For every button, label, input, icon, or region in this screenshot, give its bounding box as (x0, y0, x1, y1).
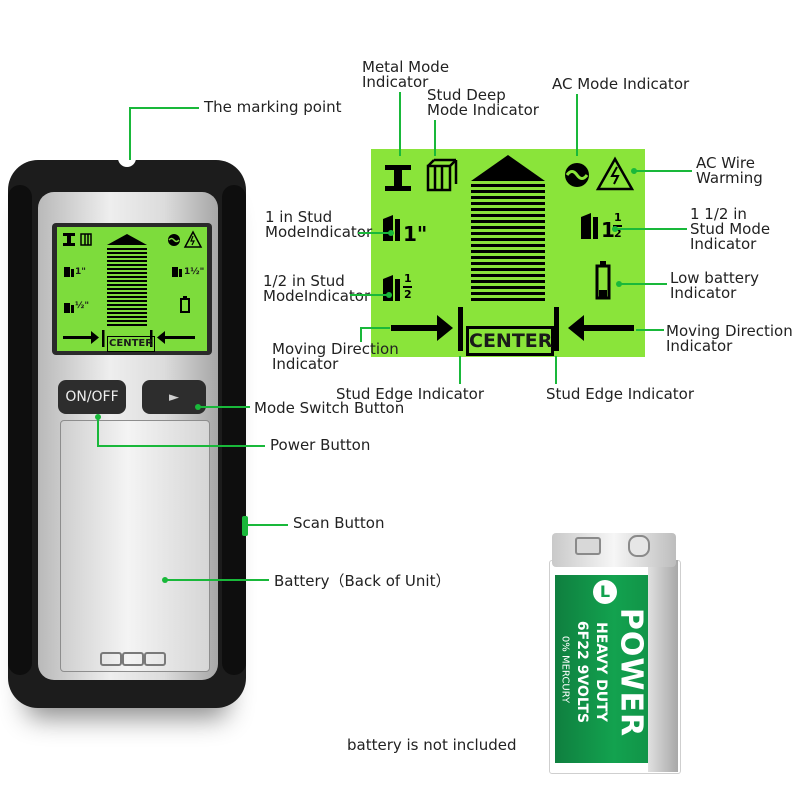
stud-bars (471, 155, 545, 301)
right-arrow-icon (391, 315, 453, 341)
label-mode-switch: Mode Switch Button (254, 399, 405, 417)
small-half-icon (64, 303, 74, 313)
label-edge-right: Stud Edge Indicator (546, 385, 695, 403)
leader-marking-h (129, 107, 199, 109)
leader-power-v (97, 417, 99, 446)
small-edge-left (102, 330, 105, 347)
small-half-label: ½" (75, 301, 90, 311)
ac-mode-icon (565, 163, 589, 187)
half-inch-icon (383, 275, 400, 301)
on-off-button[interactable]: ON/OFF (58, 380, 126, 414)
lcd-half-bottom: 2 (404, 288, 412, 301)
small-right-arrow (63, 331, 99, 344)
battery-logo-icon: L (593, 580, 617, 604)
lcd-one-half-whole: 1 (601, 218, 615, 242)
battery-terminal-right (628, 535, 650, 557)
small-warning-icon (183, 230, 203, 248)
lcd-one-half-bottom: 2 (614, 227, 622, 240)
one-half-inch-icon (581, 213, 598, 239)
device-lcd-graphics (63, 230, 203, 347)
one-inch-icon (383, 215, 400, 241)
lcd-enlarged-graphics (383, 155, 635, 351)
ac-warning-icon (595, 156, 635, 191)
leader-marking (129, 108, 131, 160)
small-deep-icon (80, 233, 92, 246)
leader-ac (576, 94, 578, 156)
dot-one-inch (388, 230, 394, 236)
leader-scan (244, 524, 288, 526)
battery-terminal-left (575, 537, 601, 555)
left-arrow-icon (568, 315, 634, 341)
leader-edge-left (459, 356, 461, 384)
lcd-one-half-top: 1 (614, 211, 622, 224)
leader-one-half (615, 228, 687, 230)
leader-moving-left-h (360, 327, 390, 329)
leader-metal (399, 92, 401, 156)
leader-half-inch (350, 294, 390, 296)
leader-moving-right (636, 329, 664, 331)
small-one-half-icon (172, 267, 182, 277)
lcd-one-inch-text: 1" (403, 222, 428, 246)
label-scan: Scan Button (293, 514, 385, 532)
lcd-center-label: CENTER (466, 326, 554, 356)
small-stud-bars (107, 234, 147, 326)
leader-one-inch (358, 232, 392, 234)
label-marking-point: The marking point (204, 98, 342, 116)
small-1in-icon (64, 267, 74, 277)
small-edge-right (150, 330, 153, 347)
scan-button[interactable] (242, 516, 248, 536)
battery-side (648, 560, 678, 772)
marking-point-notch (118, 157, 136, 167)
leader-ac-warning (634, 170, 692, 172)
label-power: Power Button (270, 436, 371, 454)
leader-battery (165, 579, 269, 581)
small-left-arrow (157, 331, 195, 344)
leader-edge-right (555, 356, 557, 384)
battery-top-cap (552, 533, 676, 567)
small-1in-label: 1" (75, 267, 86, 277)
lcd-half-top: 1 (404, 272, 412, 285)
stud-edge-left-bar (458, 307, 463, 351)
small-metal-icon (63, 233, 75, 246)
battery-line2: 6F22 9VOLTS (574, 620, 590, 724)
leader-low-battery (619, 283, 667, 285)
lcd-one-half-fraction-bar (613, 225, 622, 227)
leader-deep (434, 120, 436, 156)
leader-mode (198, 406, 250, 408)
right-bumper (222, 185, 246, 675)
small-low-battery-icon (180, 296, 190, 313)
metal-mode-icon (385, 165, 411, 191)
stud-edge-right-bar (554, 307, 559, 351)
small-ac-icon (168, 234, 180, 246)
left-bumper (8, 185, 32, 675)
stud-deep-icon (426, 158, 458, 192)
small-center-label: CENTER (107, 336, 155, 352)
low-battery-icon (595, 261, 611, 300)
battery-line3: 0% MERCURY (559, 635, 571, 704)
battery-line1: HEAVY DUTY (593, 622, 609, 722)
battery-brand: POWER (613, 607, 649, 738)
vent-slots (92, 646, 172, 670)
battery-compartment-door (60, 420, 210, 672)
battery-note: battery is not included (347, 736, 517, 754)
label-edge-left: Stud Edge Indicator (336, 385, 485, 403)
dot-half-inch (386, 292, 392, 298)
label-ac-mode: AC Mode Indicator (552, 75, 690, 93)
lcd-half-fraction-bar (403, 286, 412, 288)
small-one-half-label: 1½" (184, 267, 205, 277)
leader-power-h (97, 445, 265, 447)
label-battery-back: Battery（Back of Unit） (274, 572, 451, 590)
leader-moving-left-v (360, 328, 362, 342)
